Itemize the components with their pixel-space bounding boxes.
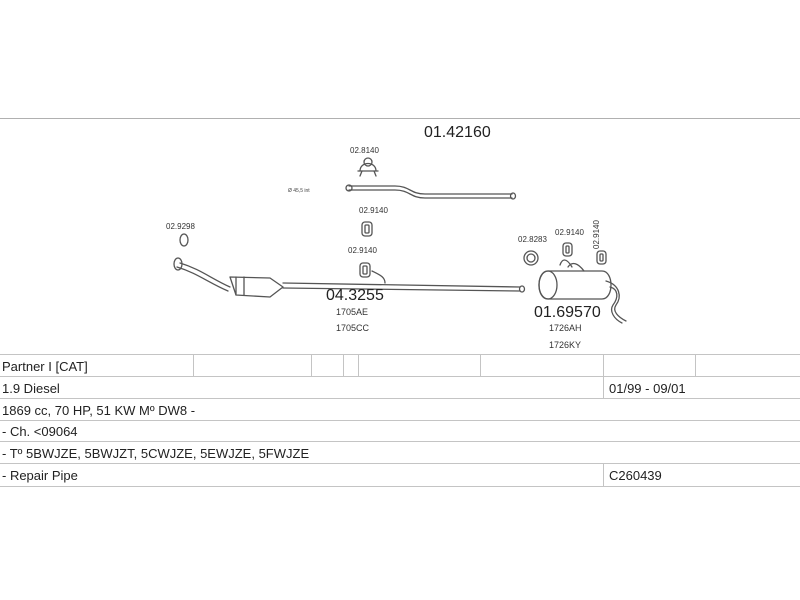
table-row: Partner I [CAT]: [0, 354, 800, 376]
small-part-label: 02.9298: [166, 222, 195, 231]
column-divider: [311, 355, 312, 376]
part-number-rear-silencer: 01.69570: [534, 304, 601, 321]
column-divider: [193, 355, 194, 376]
hanger-icon: [359, 262, 386, 284]
hanger-icon: [361, 221, 373, 237]
part-number-middle-pipe: 04.3255: [326, 287, 384, 304]
small-part-label: 02.9140: [359, 206, 388, 215]
part-ref: 1726KY: [549, 340, 582, 350]
rubber-ring-icon: [179, 233, 189, 247]
table-row: - Tº 5BWJZE, 5BWJZT, 5CWJZE, 5EWJZE, 5FW…: [0, 441, 800, 463]
exhaust-diagram: 01.42160 04.3255 1705AE 1705CC 01.69570 …: [0, 118, 800, 355]
column-divider: [695, 355, 696, 376]
exhaust-diagram-drawing: [173, 157, 627, 324]
table-cell-repair-pipe: - Repair Pipe: [2, 468, 78, 483]
table-cell-engine-codes: - Tº 5BWJZE, 5BWJZT, 5CWJZE, 5EWJZE, 5FW…: [2, 446, 310, 461]
column-divider: [343, 355, 344, 376]
small-part-label: 02.9140: [555, 228, 584, 237]
part-ref: 1705CC: [336, 323, 370, 333]
hanger-icon: [562, 242, 573, 257]
repair-pipe: [345, 184, 517, 200]
pipe-note: Ø 45,5 int: [288, 188, 310, 194]
clamp-icon: [357, 157, 379, 177]
rubber-ring-icon: [523, 250, 539, 266]
table-cell-date-range: 01/99 - 09/01: [609, 381, 686, 396]
table-cell-chassis: - Ch. <09064: [2, 424, 78, 439]
table-row: 1.9 Diesel 01/99 - 09/01: [0, 376, 800, 398]
column-divider: [480, 355, 481, 376]
small-part-label-vertical: 02.9140: [592, 220, 601, 249]
front-pipe-with-catalyst: [173, 257, 526, 298]
column-divider: [358, 355, 359, 376]
column-divider: [603, 464, 604, 486]
part-ref: 1726AH: [549, 323, 582, 333]
table-cell-model: Partner I [CAT]: [2, 359, 88, 374]
small-part-label: 02.9140: [348, 246, 377, 255]
small-part-label: 02.8283: [518, 235, 547, 244]
table-cell-repair-code: C260439: [609, 468, 662, 483]
small-part-label: 02.8140: [350, 146, 379, 155]
column-divider: [603, 355, 604, 376]
table-cell-spec: 1869 cc, 70 HP, 51 KW Mº DW8 -: [2, 403, 196, 418]
vehicle-info-table: Partner I [CAT] 1.9 Diesel 01/99 - 09/01…: [0, 354, 800, 487]
rear-silencer: [538, 259, 627, 324]
hanger-icon: [596, 250, 607, 265]
part-ref: 1705AE: [336, 307, 369, 317]
part-number-main: 01.42160: [424, 124, 491, 141]
table-cell-engine: 1.9 Diesel: [2, 381, 60, 396]
table-row: 1869 cc, 70 HP, 51 KW Mº DW8 -: [0, 398, 800, 420]
table-row: - Repair Pipe C260439: [0, 463, 800, 487]
table-row: - Ch. <09064: [0, 420, 800, 441]
column-divider: [603, 377, 604, 398]
